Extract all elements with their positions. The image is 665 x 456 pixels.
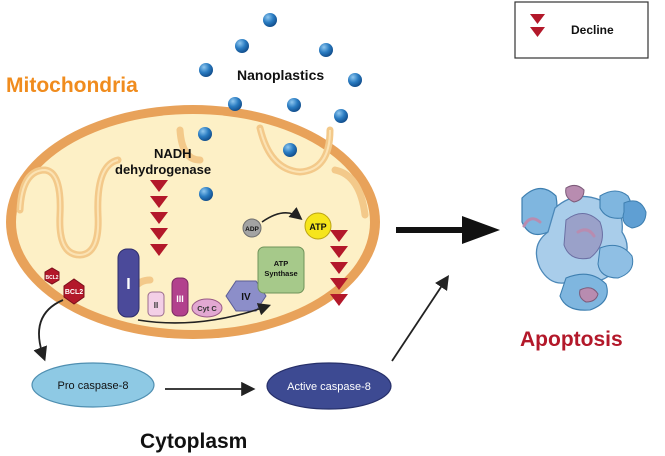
nanoplastic-particles: [198, 13, 362, 201]
double-chevron-down-icon: [530, 14, 545, 37]
adp-label: ADP: [245, 226, 259, 233]
bcl2-large: [63, 278, 85, 305]
bcl2-small: [44, 267, 60, 285]
complex-iv-label: IV: [241, 292, 251, 303]
legend-label: Decline: [571, 23, 614, 37]
adp-molecule: [242, 218, 262, 238]
complex-iv: [225, 280, 267, 312]
pro-caspase-8-label: Pro caspase-8: [58, 380, 129, 392]
apoptotic-cell-icon: [521, 184, 647, 311]
nanoplastic-particle: [287, 98, 301, 112]
complex-iii-label: III: [176, 294, 184, 304]
nanoplastic-particle: [228, 97, 242, 111]
atp-label: ATP: [309, 222, 326, 232]
nanoplastic-particle: [199, 187, 213, 201]
cytochrome-c: [191, 298, 223, 318]
nadh-label-line2: dehydrogenase: [115, 162, 211, 177]
electron-transport-chain: I II III Cyt C IV ATP Synthase ADP ATP: [117, 207, 332, 324]
complex-ii-label: II: [154, 301, 158, 310]
nanoplastic-particle: [319, 43, 333, 57]
bcl2-to-procaspase-arrow: [33, 299, 64, 362]
complex-iii: [171, 277, 189, 317]
complex-i: [117, 248, 140, 318]
legend: Decline: [514, 1, 649, 59]
nanoplastic-particle: [199, 63, 213, 77]
cristae-highlight: [19, 127, 331, 257]
mitochondria-label: Mitochondria: [6, 74, 138, 97]
atp-molecule: [304, 212, 332, 240]
pro-caspase-8: [31, 362, 155, 408]
atp-synthase-label-line1: ATP: [274, 259, 288, 268]
nadh-label-line1: NADH: [154, 146, 192, 161]
cytochrome-c-label: Cyt C: [197, 304, 217, 313]
atp-decline-icon: [330, 230, 348, 306]
bcl2-small-label: BCL2: [45, 275, 58, 281]
bcl2-large-label: BCL2: [65, 289, 83, 296]
adp-atp-arrow: [261, 207, 303, 223]
atp-synthase: [257, 246, 305, 294]
nanoplastic-particle: [198, 127, 212, 141]
cytoplasm-label: Cytoplasm: [140, 430, 247, 453]
active-caspase-8: [266, 362, 392, 410]
mitochondria-to-apoptosis-arrow: [396, 216, 500, 244]
complex-i-label: I: [126, 276, 130, 293]
atp-synthase-label-line2: Synthase: [264, 269, 297, 278]
etc-flow-arrow: [137, 303, 272, 324]
active-to-apoptosis-arrow: [391, 274, 449, 362]
nanoplastic-particle: [334, 109, 348, 123]
nanoplastic-particle: [235, 39, 249, 53]
nadh-decline-icon: [150, 180, 168, 256]
active-caspase-8-label: Active caspase-8: [287, 381, 371, 393]
apoptosis-label: Apoptosis: [520, 328, 623, 351]
nanoplastic-particle: [263, 13, 277, 27]
bcl2-markers: BCL2 BCL2: [44, 267, 85, 305]
nanoplastics-label: Nanoplastics: [237, 67, 324, 83]
complex-ii: [147, 291, 165, 317]
nanoplastic-particle: [283, 143, 297, 157]
nanoplastic-particle: [348, 73, 362, 87]
